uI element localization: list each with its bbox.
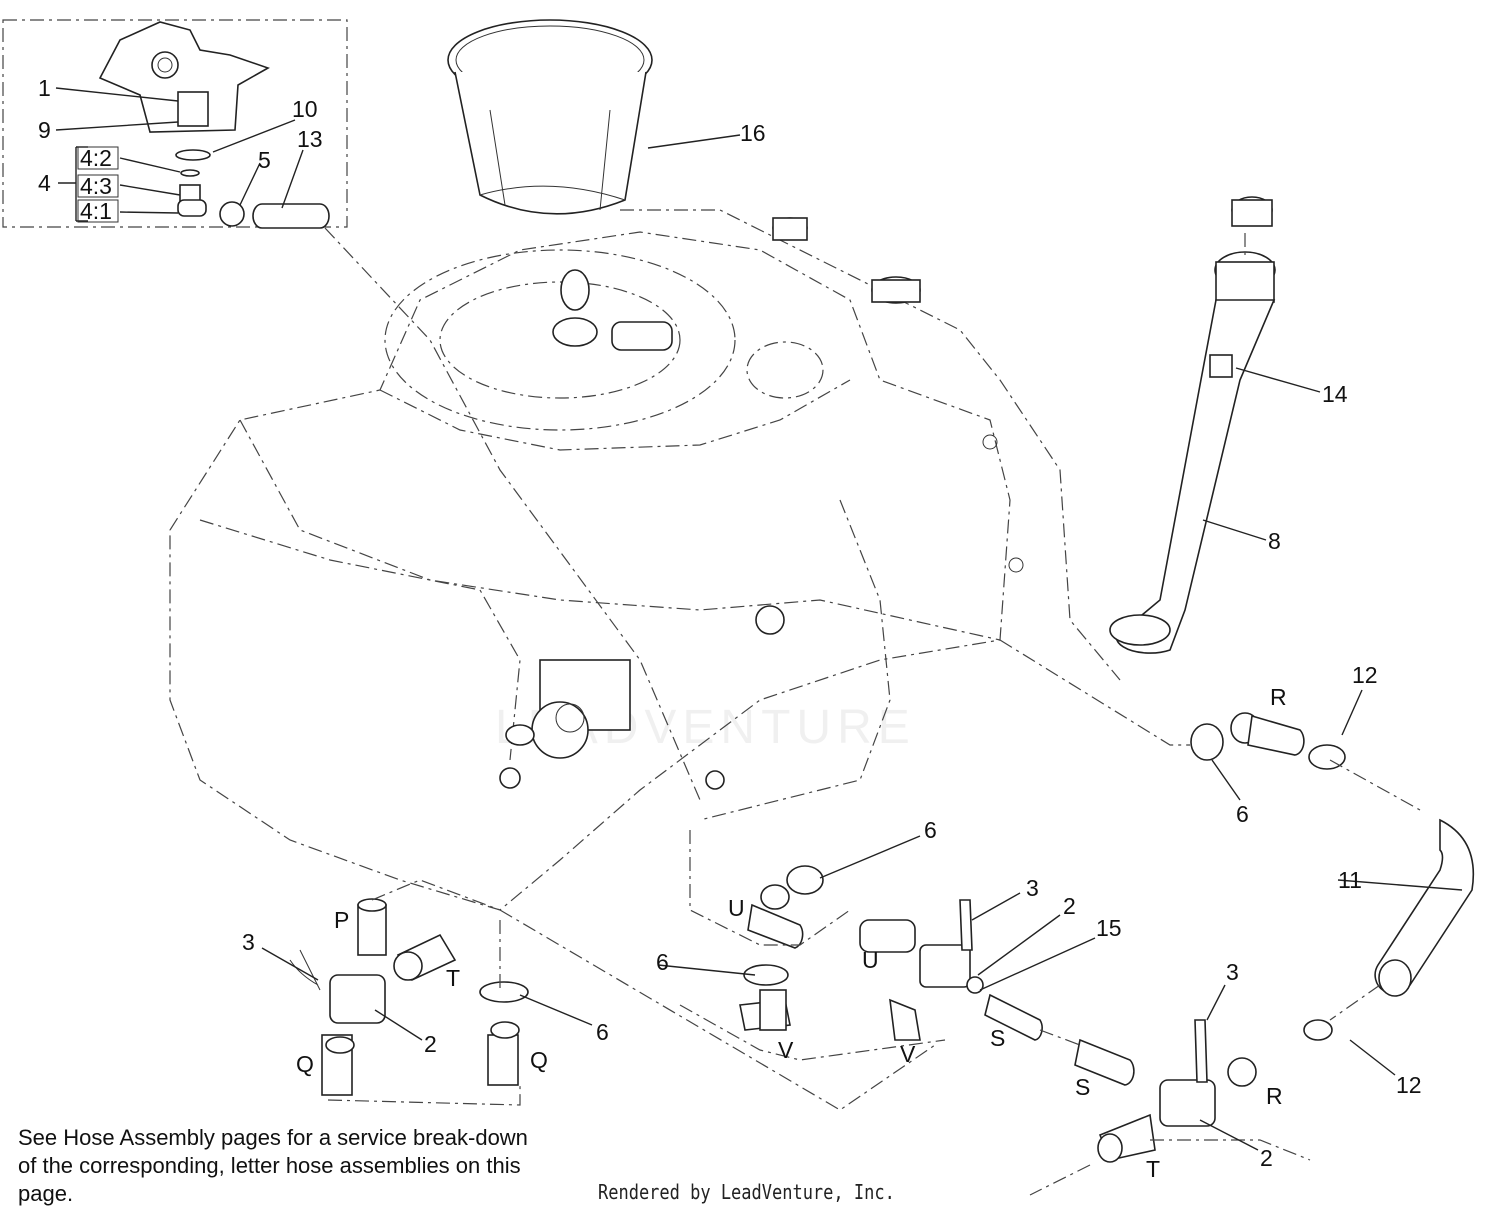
hose-assembly-note: See Hose Assembly pages for a service br… xyxy=(18,1125,528,1206)
leader-lines xyxy=(261,134,1463,1151)
callout-8: 8 xyxy=(1268,528,1281,554)
callout-r-upper: R xyxy=(1270,684,1287,710)
callout-4-3: 4:3 xyxy=(80,173,112,199)
callout-11: 11 xyxy=(1338,867,1362,893)
callout-6-upper: 6 xyxy=(1236,801,1249,827)
callout-4-2: 4:2 xyxy=(80,145,112,171)
tee-assembly-right xyxy=(1074,1019,1333,1163)
fittings-u-v-middle xyxy=(739,865,1043,1041)
callout-u-upper: U xyxy=(728,895,745,921)
callout-2-left: 2 xyxy=(424,1031,437,1057)
callout-p: P xyxy=(334,907,349,933)
callout-5: 5 xyxy=(258,147,271,173)
callout-10: 10 xyxy=(292,96,318,122)
callout-labels: 1 9 10 13 4 5 4:2 4:3 4:1 16 14 8 12 R 6… xyxy=(38,75,1422,1182)
callout-s-upper: S xyxy=(990,1025,1005,1051)
callout-4: 4 xyxy=(38,170,51,196)
tee-assembly-left xyxy=(289,898,529,1106)
callout-12-lower: 12 xyxy=(1396,1072,1422,1098)
callout-12-upper: 12 xyxy=(1352,662,1378,688)
callout-s-lower: S xyxy=(1075,1074,1090,1100)
callout-15: 15 xyxy=(1096,915,1122,941)
callout-3-right: 3 xyxy=(1226,959,1239,985)
render-credit: Rendered by LeadVenture, Inc. xyxy=(598,1180,895,1204)
callout-6-middle: 6 xyxy=(924,817,937,843)
part-8-filler-neck xyxy=(1109,196,1276,654)
callout-16: 16 xyxy=(740,120,766,146)
part-11-hose xyxy=(1374,818,1475,997)
callout-t-left: T xyxy=(446,965,460,991)
callout-1: 1 xyxy=(38,75,51,101)
callout-3-left: 3 xyxy=(242,929,255,955)
hose-routing-lines xyxy=(324,227,1421,1196)
callout-2-right: 2 xyxy=(1260,1145,1273,1171)
callout-r-lower: R xyxy=(1266,1083,1283,1109)
callout-13: 13 xyxy=(297,126,323,152)
part-16-filter-cup xyxy=(447,19,653,215)
callout-t-right: T xyxy=(1146,1156,1160,1182)
callout-9: 9 xyxy=(38,117,51,143)
callout-2-middle: 2 xyxy=(1063,893,1076,919)
fuel-tank xyxy=(169,209,1121,911)
inset-detail xyxy=(2,19,348,229)
fitting-r-upper xyxy=(1190,712,1346,770)
callout-q-left: Q xyxy=(296,1051,314,1077)
callout-v-right: V xyxy=(900,1041,916,1067)
callout-u-lower: U xyxy=(862,947,879,973)
callout-v-left: V xyxy=(778,1037,794,1063)
callout-3-middle: 3 xyxy=(1026,875,1039,901)
callout-4-1: 4:1 xyxy=(80,198,112,224)
callout-6-lower-middle: 6 xyxy=(656,949,669,975)
callout-14: 14 xyxy=(1322,381,1348,407)
callout-q-right: Q xyxy=(530,1047,548,1073)
callout-6-lower-left: 6 xyxy=(596,1019,609,1045)
